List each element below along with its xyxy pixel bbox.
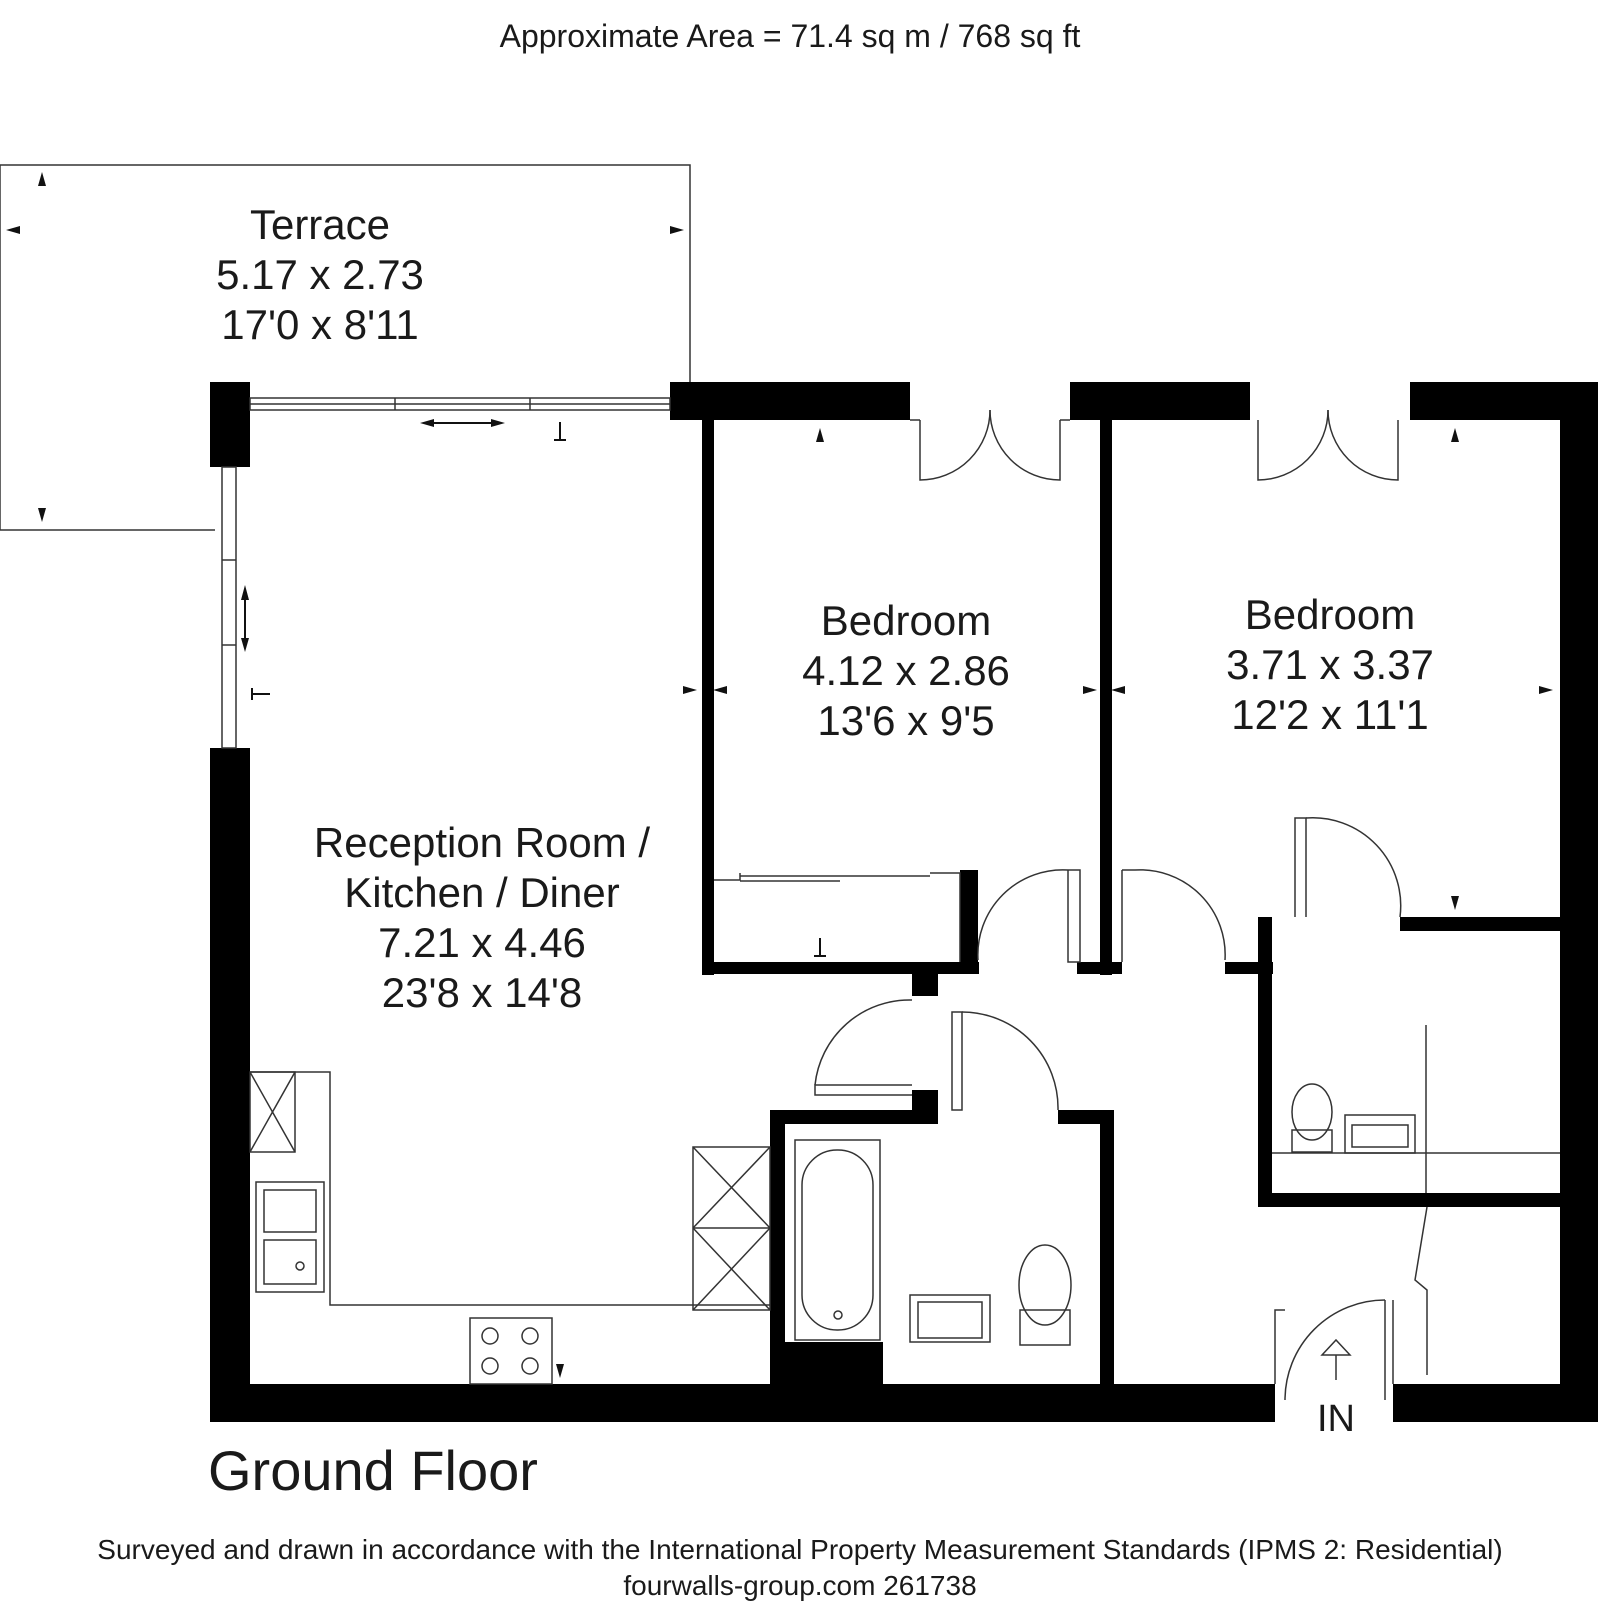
reception-line2: Kitchen / Diner bbox=[344, 869, 620, 916]
terrace-label: Terrace 5.17 x 2.73 17'0 x 8'11 bbox=[216, 200, 424, 350]
entrance-label: IN bbox=[1317, 1398, 1355, 1440]
bedroom-1-metric: 4.12 x 2.86 bbox=[802, 647, 1010, 694]
reception-line1: Reception Room / bbox=[313, 819, 651, 866]
terrace-imperial: 17'0 x 8'11 bbox=[221, 301, 419, 348]
terrace-metric: 5.17 x 2.73 bbox=[216, 251, 424, 298]
reception-imperial: 23'8 x 14'8 bbox=[381, 969, 583, 1016]
footer-reference: fourwalls-group.com 261738 bbox=[623, 1570, 977, 1601]
footer: Surveyed and drawn in accordance with th… bbox=[97, 1532, 1502, 1604]
bedroom-2-imperial: 12'2 x 11'1 bbox=[1231, 691, 1429, 738]
bedroom-1-label: Bedroom 4.12 x 2.86 13'6 x 9'5 bbox=[802, 596, 1010, 746]
reception-label: Reception Room / Kitchen / Diner 7.21 x … bbox=[314, 818, 650, 1018]
dimension-markers bbox=[6, 172, 1553, 1378]
dimension-lines bbox=[244, 422, 826, 957]
bedroom-2-metric: 3.71 x 3.37 bbox=[1226, 641, 1434, 688]
terrace-outline bbox=[0, 164, 691, 531]
fittings bbox=[221, 397, 1560, 1401]
bedroom-2-name: Bedroom bbox=[1244, 591, 1416, 638]
bedroom-1-imperial: 13'6 x 9'5 bbox=[817, 697, 995, 744]
bedroom-2-label: Bedroom 3.71 x 3.37 12'2 x 11'1 bbox=[1226, 590, 1434, 740]
approximate-area: Approximate Area = 71.4 sq m / 768 sq ft bbox=[499, 18, 1081, 54]
floor-title: Ground Floor bbox=[208, 1439, 538, 1502]
walls bbox=[210, 382, 1598, 1422]
reception-metric: 7.21 x 4.46 bbox=[378, 919, 586, 966]
footer-standards: Surveyed and drawn in accordance with th… bbox=[97, 1534, 1503, 1565]
terrace-name: Terrace bbox=[249, 201, 391, 248]
bedroom-1-name: Bedroom bbox=[820, 597, 992, 644]
